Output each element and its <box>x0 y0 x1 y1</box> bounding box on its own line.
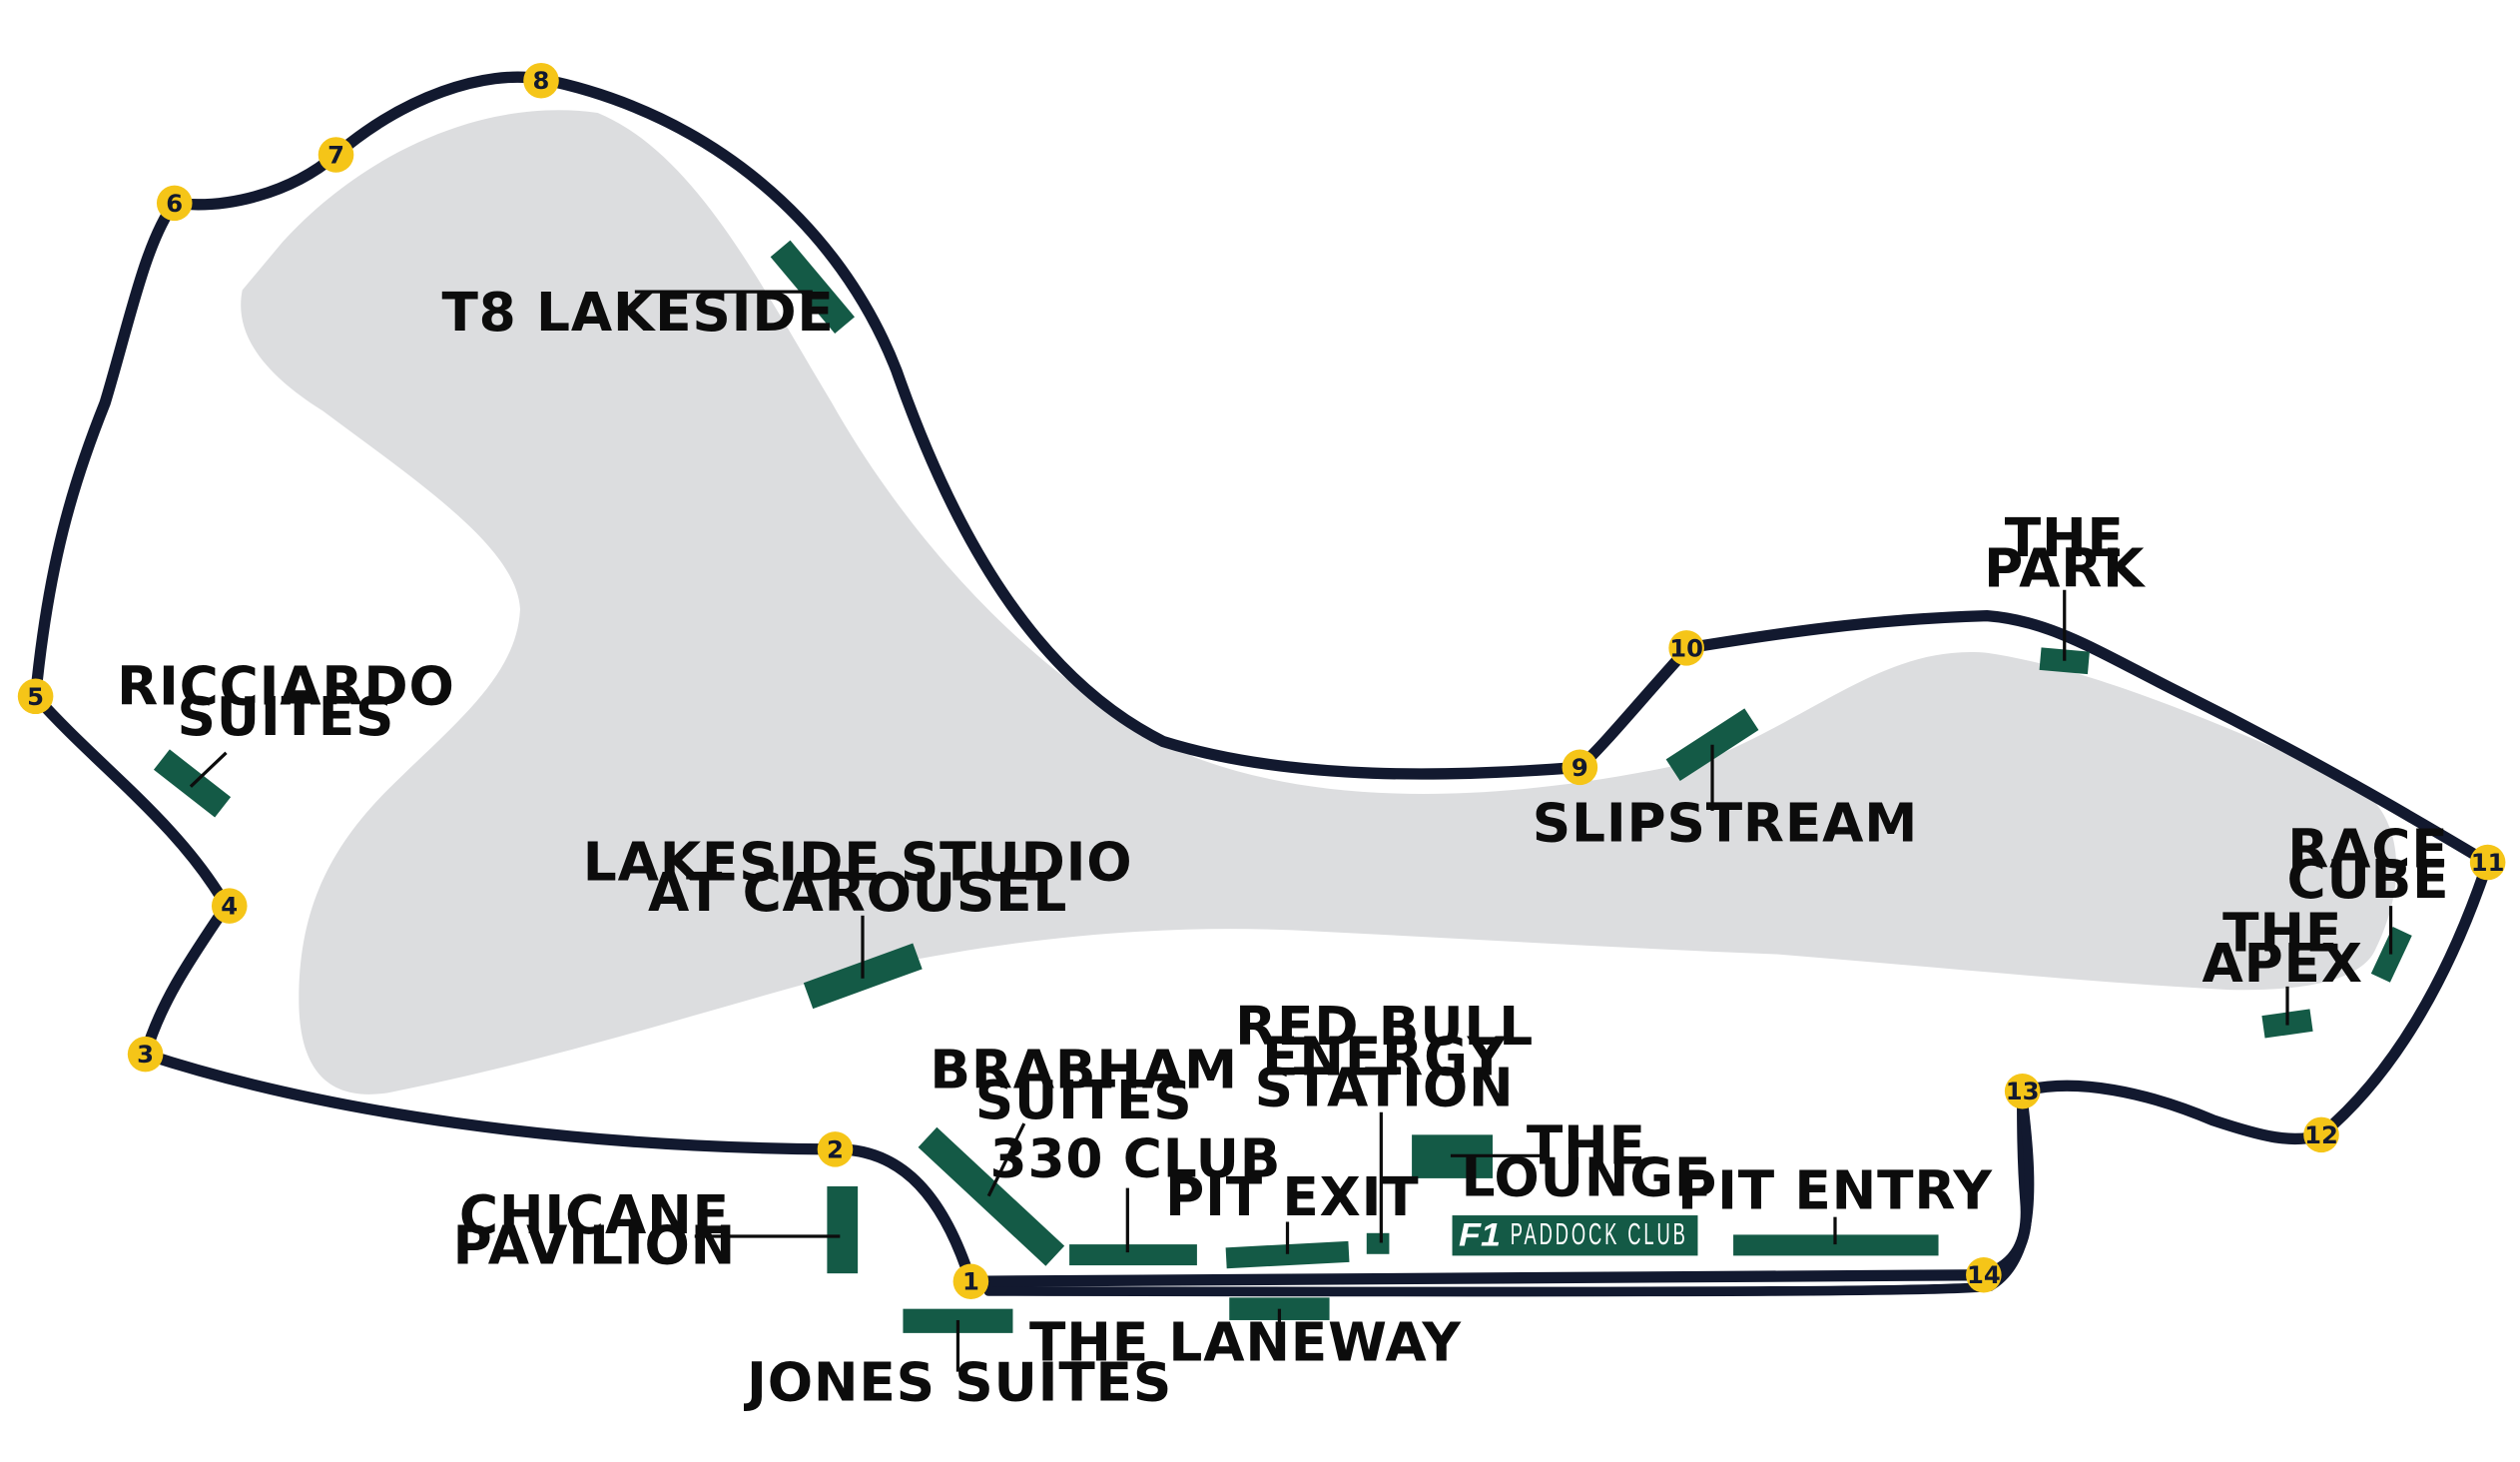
label-the-lounge-line1: THE <box>1527 1114 1646 1176</box>
leader-lines <box>189 290 2393 1372</box>
f1-logo-icon: F1 <box>1459 1217 1501 1253</box>
turn-13-marker: 13 <box>2004 1073 2041 1109</box>
venue-labels: T8 LAKESIDE RICCIARDO SUITES LAKESIDE ST… <box>117 282 2449 1414</box>
svg-text:5: 5 <box>27 682 44 711</box>
turn-8-marker: 8 <box>523 62 559 99</box>
label-race-cube-line2: CUBE <box>2286 849 2449 911</box>
label-brabham-line1: BRABHAM <box>930 1040 1238 1101</box>
label-chicane-line1: CHICANE <box>459 1184 730 1246</box>
paddock-club-label: PADDOCK CLUB <box>1511 1216 1688 1251</box>
label-ricciardo-line2: SUITES <box>177 686 394 748</box>
turn-14-marker: 14 <box>1966 1257 2002 1293</box>
turn-1-marker: 1 <box>952 1263 989 1299</box>
label-t8-lakeside: T8 LAKESIDE <box>441 282 834 344</box>
label-redbull-line2: ENERGY <box>1262 1027 1507 1089</box>
svg-text:12: 12 <box>2304 1120 2338 1149</box>
label-race-cube-line1: RACE <box>2287 818 2448 880</box>
label-chicane-line2: PAVILION <box>453 1215 736 1277</box>
svg-text:2: 2 <box>827 1134 844 1163</box>
turn-6-marker: 6 <box>156 185 193 222</box>
svg-text:1: 1 <box>962 1267 979 1296</box>
turn-2-marker: 2 <box>817 1131 854 1167</box>
albert-park-lake <box>241 110 2397 1095</box>
label-the-apex-line2: APEX <box>2203 933 2363 995</box>
label-pit-exit: PIT EXIT <box>1165 1166 1419 1228</box>
turn-12-marker: 12 <box>2303 1116 2339 1153</box>
label-redbull-line1: RED BULL <box>1235 996 1534 1058</box>
svg-text:7: 7 <box>327 140 344 169</box>
venue-race-cube[interactable] <box>2370 927 2412 983</box>
label-ricciardo-line1: RICCIARDO <box>117 655 455 717</box>
venue-the-park[interactable] <box>2039 647 2090 675</box>
svg-text:13: 13 <box>2006 1077 2040 1105</box>
venue-chicane-pavilion[interactable] <box>827 1185 859 1274</box>
turn-markers: 1 2 3 4 5 6 7 8 9 10 11 12 13 14 <box>17 62 2506 1299</box>
turn-3-marker: 3 <box>127 1036 164 1073</box>
label-the-park-line1: THE <box>2005 507 2125 569</box>
venue-paddock-club[interactable]: F1 PADDOCK CLUB <box>1452 1215 1698 1256</box>
turn-4-marker: 4 <box>211 888 248 924</box>
svg-text:10: 10 <box>1669 633 1703 662</box>
label-jones-suites: JONES SUITES <box>744 1352 1172 1414</box>
svg-text:4: 4 <box>221 892 238 921</box>
venue-brabham-suites[interactable] <box>918 1126 1065 1266</box>
svg-text:11: 11 <box>2471 848 2505 877</box>
label-the-apex-line1: THE <box>2222 902 2342 964</box>
venue-red-bull-station[interactable] <box>1366 1232 1390 1254</box>
label-the-lounge-line2: LOUNGE <box>1462 1147 1712 1209</box>
label-lakeside-line2: AT CAROUSEL <box>648 862 1067 924</box>
svg-text:9: 9 <box>1572 753 1588 782</box>
label-slipstream: SLIPSTREAM <box>1533 793 1918 855</box>
label-the-laneway: THE LANEWAY <box>1029 1311 1462 1373</box>
svg-text:3: 3 <box>137 1040 154 1069</box>
svg-text:6: 6 <box>166 189 183 218</box>
svg-text:14: 14 <box>1967 1260 2001 1289</box>
label-lakeside-line1: LAKESIDE STUDIO <box>583 831 1133 893</box>
label-330-club: 330 CLUB <box>990 1127 1282 1189</box>
label-the-park-line2: PARK <box>1984 538 2146 600</box>
turn-10-marker: 10 <box>1668 630 1704 666</box>
label-brabham-line2: SUITES <box>975 1070 1193 1131</box>
label-pit-entry: PIT ENTRY <box>1677 1160 1993 1222</box>
venue-330-club[interactable] <box>1069 1244 1197 1266</box>
venue-pit-entry[interactable] <box>1733 1234 1939 1256</box>
turn-5-marker: 5 <box>17 678 54 715</box>
turn-9-marker: 9 <box>1562 749 1598 786</box>
venue-pit-exit[interactable] <box>1225 1240 1350 1269</box>
venue-t8-lakeside[interactable] <box>770 240 855 334</box>
turn-7-marker: 7 <box>317 137 354 173</box>
svg-text:8: 8 <box>533 66 550 95</box>
turn-11-marker: 11 <box>2469 844 2506 881</box>
label-redbull-line3: STATION <box>1255 1057 1515 1118</box>
pit-lane <box>983 1091 2035 1297</box>
